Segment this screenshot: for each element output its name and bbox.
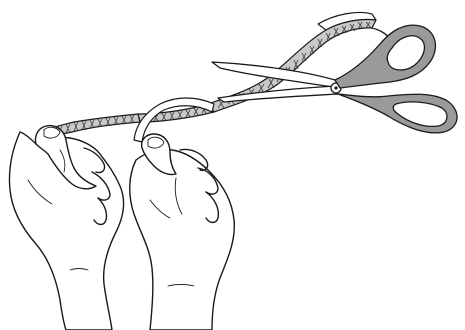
scissors-icon <box>212 25 457 133</box>
right-hand-icon <box>130 134 235 330</box>
right-hand-palm <box>130 149 235 330</box>
left-hand-icon <box>9 126 123 330</box>
